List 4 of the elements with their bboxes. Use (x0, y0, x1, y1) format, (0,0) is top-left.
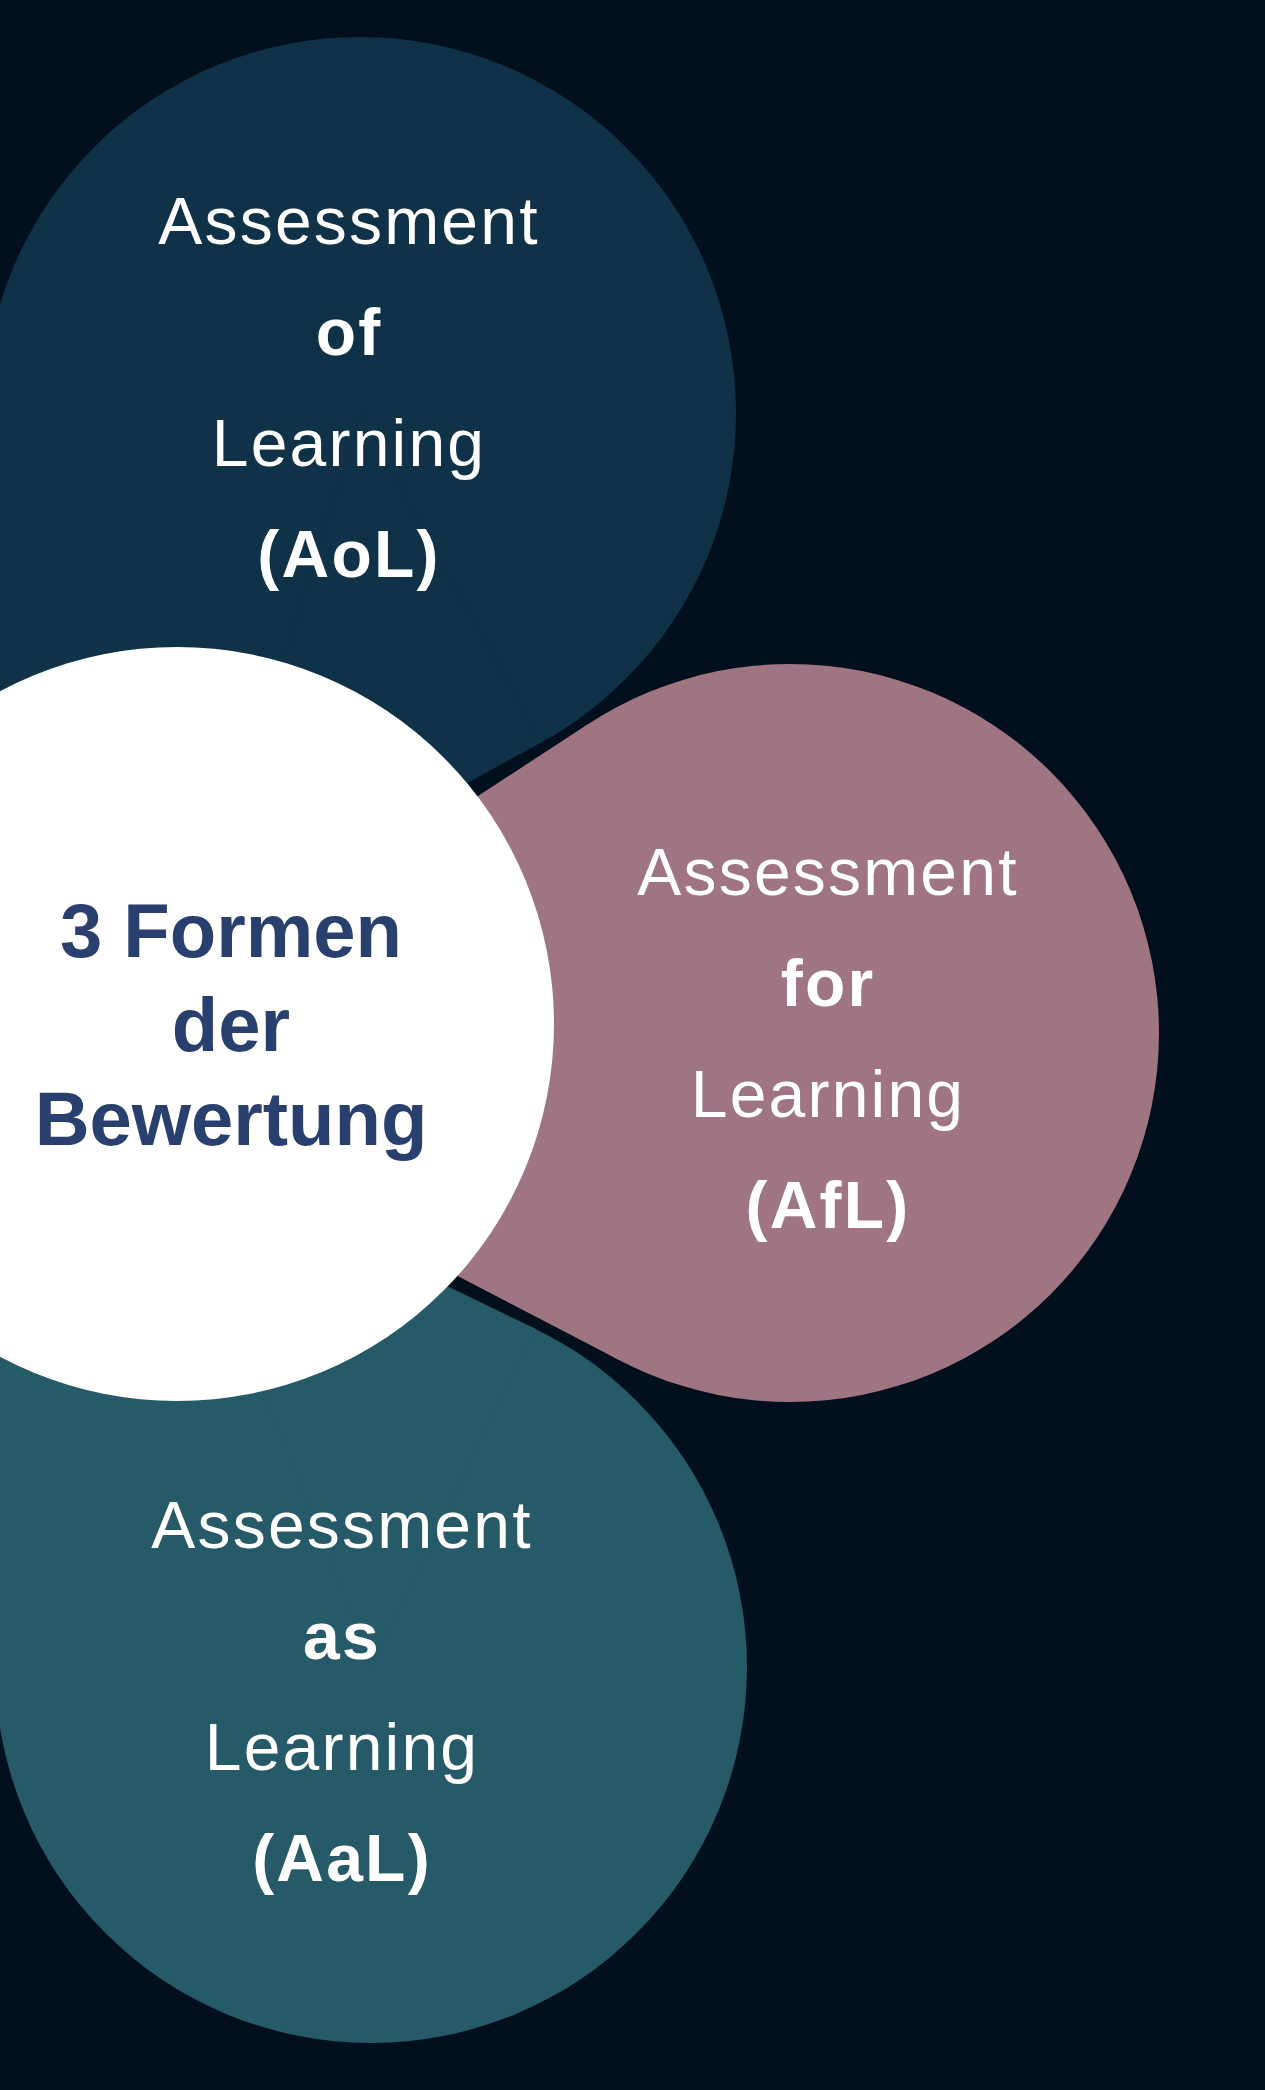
node-label: Assessment for Learning (AfL) (637, 834, 1019, 1244)
node-label: Assessment as Learning (AaL) (151, 1487, 533, 1897)
node-label: Assessment of Learning (AoL) (158, 183, 540, 593)
center-title: 3 Formen der Bewertung (33, 887, 429, 1163)
